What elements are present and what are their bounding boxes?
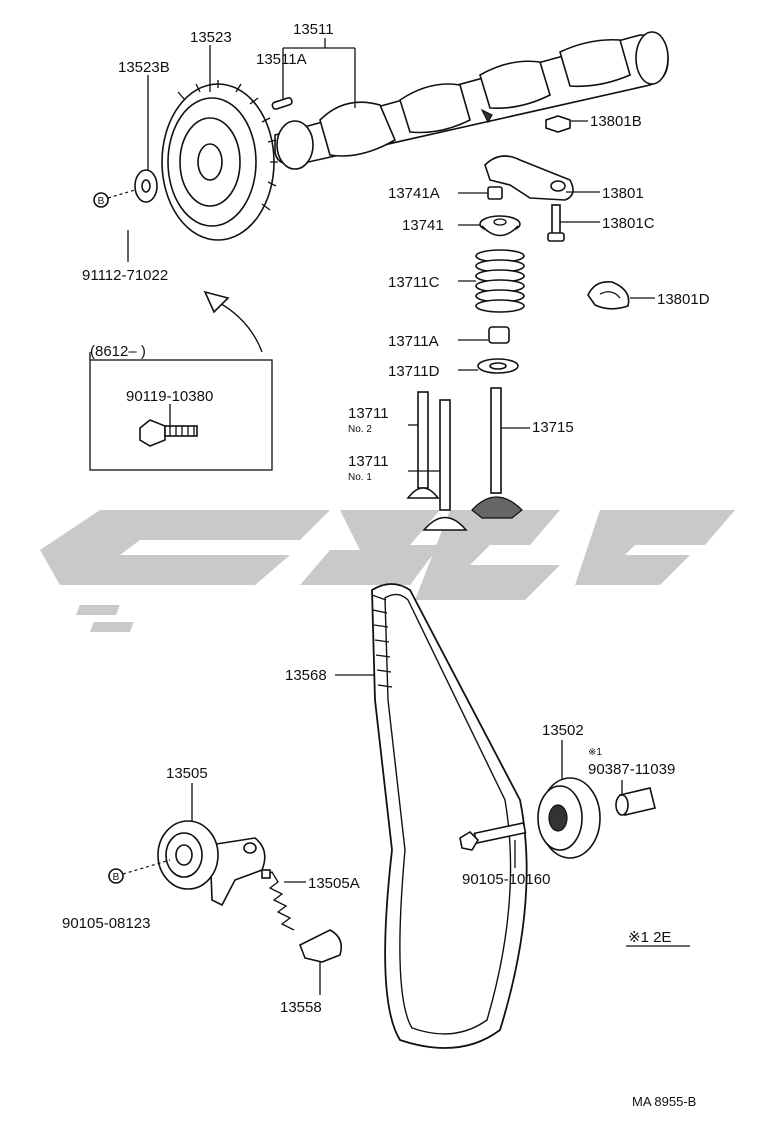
- label-13801: 13801: [602, 185, 644, 202]
- part-labels: 13523 13511 13523B 13511A 13801B 13741A …: [62, 21, 710, 1109]
- svg-text:B: B: [113, 872, 120, 883]
- svg-text:B: B: [98, 196, 105, 207]
- label-90387-11039: 90387-11039: [588, 761, 675, 778]
- label-13502: 13502: [542, 722, 584, 739]
- valve-stem-seal-13711A: [488, 326, 510, 344]
- label-13511A: 13511A: [256, 51, 307, 68]
- label-90105-10160: 90105-10160: [462, 871, 550, 888]
- label-13505A: 13505A: [308, 875, 360, 892]
- label-13715: 13715: [532, 419, 574, 436]
- label-doc-code: MA 8955-B: [632, 1094, 696, 1109]
- spring-retainer-13741: [479, 215, 521, 237]
- label-13511: 13511: [293, 21, 334, 38]
- label-13711A: 13711A: [388, 333, 439, 350]
- rocker-arm-13801: [484, 155, 574, 201]
- label-13801D: 13801D: [657, 291, 710, 308]
- valve-guide-no1: [422, 399, 468, 531]
- label-inset-date: (8612– ): [90, 343, 146, 360]
- bolt-ref-b-2: B: [108, 859, 171, 884]
- tension-spring-13505A: [261, 869, 295, 931]
- cam-pin-13511A: [271, 97, 293, 110]
- label-90119-10380: 90119-10380: [126, 388, 213, 405]
- bracket-13558: [298, 929, 343, 963]
- label-13523B: 13523B: [118, 59, 170, 76]
- label-13801B: 13801B: [590, 113, 642, 130]
- adjust-screw-13801C: [547, 204, 565, 242]
- spring-clip-13801D: [587, 280, 630, 310]
- bolt-90105-10160: [459, 821, 527, 851]
- watermark-logo: [40, 510, 735, 632]
- label-star1: ※1: [588, 747, 602, 758]
- label-13711-no2: 13711: [348, 405, 389, 422]
- valve-13715: [471, 387, 523, 519]
- valve-spring-13711C: [475, 249, 525, 313]
- inset-box: [89, 290, 273, 471]
- label-13505: 13505: [166, 765, 208, 782]
- collar-90387-11039: [615, 787, 656, 816]
- label-note: ※1 2E: [628, 929, 671, 946]
- label-13801C: 13801C: [602, 215, 655, 232]
- label-13741A: 13741A: [388, 185, 440, 202]
- valve-guide-no2: [406, 391, 440, 499]
- tensioner-13505: [157, 820, 266, 907]
- label-13741: 13741: [402, 217, 444, 234]
- camshaft-pulley-13523: [161, 80, 278, 241]
- label-no1: No. 1: [348, 472, 372, 483]
- nut-13801B: [545, 115, 571, 133]
- adjust-shim-13741A: [487, 186, 503, 200]
- bolt-ref-b-1: B: [93, 189, 136, 208]
- leader-lines: [127, 38, 655, 995]
- label-no2: No. 2: [348, 424, 372, 435]
- washer-13523B: [134, 169, 158, 203]
- label-13558: 13558: [280, 999, 322, 1016]
- label-91112-71022: 91112-71022: [82, 267, 168, 284]
- timing-belt-13568: [371, 583, 528, 1049]
- label-13711D: 13711D: [388, 363, 440, 380]
- idler-pulley-13502: [537, 777, 601, 859]
- label-13711C: 13711C: [388, 274, 440, 291]
- spring-seat-13711D: [477, 358, 519, 374]
- label-13568: 13568: [285, 667, 327, 684]
- label-90105-08123: 90105-08123: [62, 915, 150, 932]
- camshaft-13511: [274, 31, 669, 170]
- label-13711-no1: 13711: [348, 453, 389, 470]
- label-13523: 13523: [190, 29, 232, 46]
